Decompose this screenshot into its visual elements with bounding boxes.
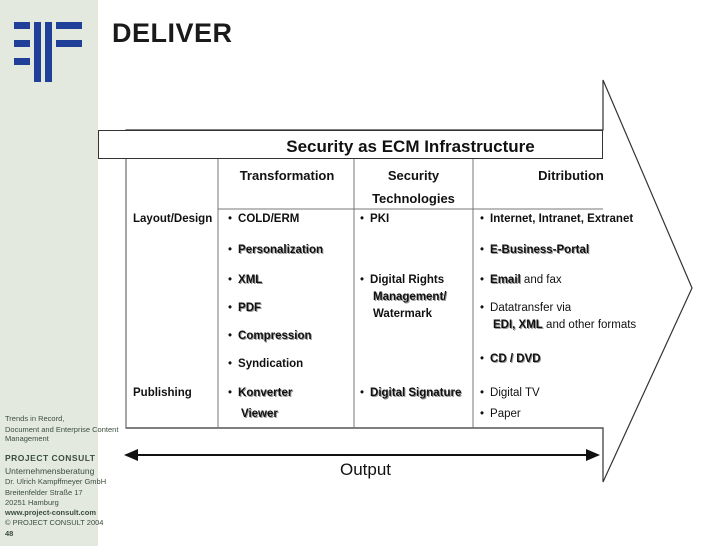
sidebar-city: 20251 Hamburg [5,498,59,507]
sidebar-trends-line1: Trends in Record, [5,414,65,423]
transformation-item: •Konverter [228,387,293,399]
sidebar-website-link[interactable]: www.project-consult.com [5,508,96,517]
security-item-digital-rights-line2: Management/ [373,291,447,303]
security-item-digital-rights-line3: Watermark [373,308,433,320]
sidebar-trends-line3: Management [5,434,49,443]
project-consult-logo-icon [14,22,82,82]
col-header-security-1: Security [387,168,440,183]
output-arrow-left-head [124,449,138,461]
distribution-item-cd: •CD / DVD [480,353,541,365]
transformation-item: •Syndication [228,358,304,370]
distribution-item-paper: •Paper [480,408,521,420]
sidebar-company: PROJECT CONSULT [5,453,96,463]
distribution-item-edi: EDI, XML and other formats [493,319,637,331]
row-label-layout-design: Layout/Design [133,213,213,225]
sidebar-person: Dr. Ulrich Kampffmeyer GmbH [5,477,107,486]
col-header-distribution: Ditribution [538,168,604,183]
sidebar-copyright: © PROJECT CONSULT 2004 [5,518,104,527]
security-item-digital-signature: •Digital Signature [360,387,462,399]
row-label-publishing: Publishing [133,387,192,399]
transformation-item: •Personalization [228,244,324,256]
output-label: Output [340,460,392,479]
transformation-item: •PDF [228,302,262,314]
distribution-item-datatransfer: •Datatransfer via [480,302,572,314]
sidebar [0,0,98,546]
transformation-item-viewer: Viewer [241,408,278,420]
sidebar-subtitle: Unternehmensberatung [5,466,95,476]
security-item-digital-rights: •Digital Rights [360,274,445,286]
transformation-item: •XML [228,274,263,286]
sidebar-trends-line2: Document and Enterprise Content [5,425,119,434]
distribution-item-ebusiness: •E-Business-Portal [480,244,590,256]
big-arrow-shape [125,79,693,483]
slide-title: DELIVER [112,18,233,48]
infrastructure-banner: Security as ECM Infrastructure [98,130,603,159]
col-header-transformation: Transformation [239,168,335,183]
security-item-pki: •PKI [360,213,390,225]
col-header-security-2: Technologies [372,191,455,206]
distribution-item-email: •Email and fax [480,274,562,286]
transformation-item: •COLD/ERM [228,213,300,225]
distribution-item-internet: •Internet, Intranet, Extranet [480,213,634,225]
page-number: 48 [5,529,14,538]
distribution-item-digital-tv: •Digital TV [480,387,540,399]
output-arrow-right-head [586,449,600,461]
transformation-item: •Compression [228,330,312,342]
sidebar-street: Breitenfelder Straße 17 [5,488,83,497]
